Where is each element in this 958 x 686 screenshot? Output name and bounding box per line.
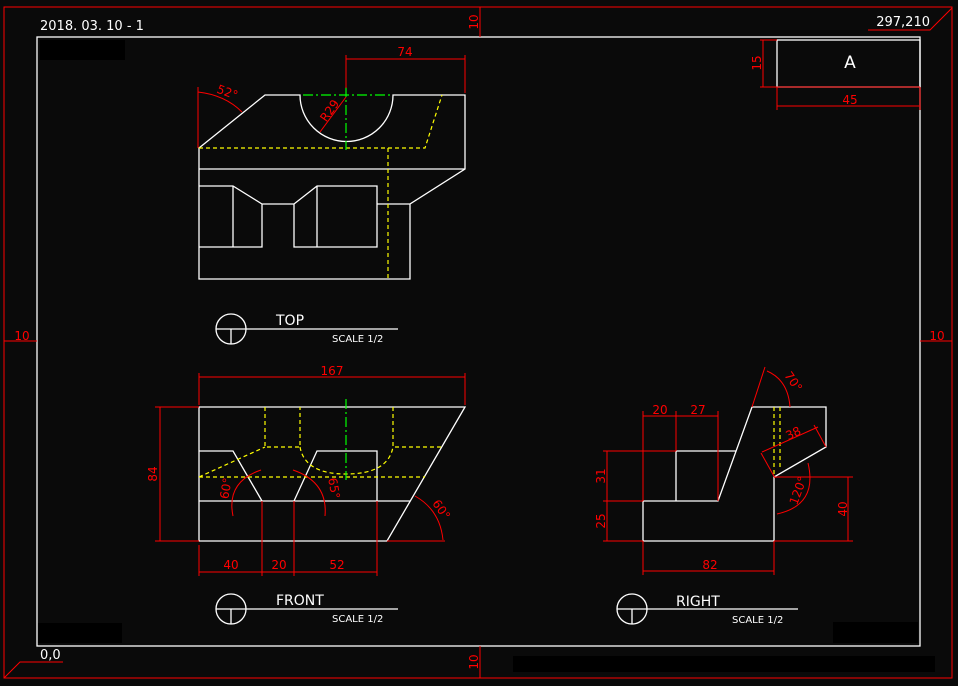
- dim-20-right: 20: [652, 403, 667, 417]
- margin-left-label: 10: [14, 329, 29, 343]
- dim-52: 52: [329, 558, 344, 572]
- dim-60-deg-left: 60°: [217, 477, 234, 500]
- dim-38: 38: [783, 424, 803, 443]
- margin-bottom-label: 10: [467, 654, 481, 669]
- margin-right-label: 10: [929, 329, 944, 343]
- dim-15: 15: [750, 55, 764, 70]
- dim-31: 31: [594, 468, 608, 483]
- outer-border: [3, 6, 953, 679]
- dim-167: 167: [321, 364, 344, 378]
- dim-25: 25: [594, 513, 608, 528]
- top-view-label: TOP: [275, 313, 304, 329]
- front-view-scale: SCALE 1/2: [332, 614, 383, 625]
- dim-27: 27: [690, 403, 705, 417]
- date-label: 2018. 03. 10 - 1: [40, 19, 144, 34]
- dim-20: 20: [271, 558, 286, 572]
- top-view: 74 52° R29 TOP SCALE 1/2: [197, 45, 466, 345]
- dim-74: 74: [397, 45, 412, 59]
- origin-label: 0,0: [40, 648, 61, 663]
- dim-82: 82: [702, 558, 717, 572]
- title-block: A 15 45: [750, 39, 921, 110]
- dark-patches: [38, 40, 935, 672]
- margin-top-label: 10: [467, 14, 481, 29]
- dim-84: 84: [146, 466, 160, 481]
- title-letter: A: [844, 53, 856, 73]
- top-view-scale: SCALE 1/2: [332, 334, 383, 345]
- front-view: 167 84 40 20 52 60° 65° 60° FRONT SCALE …: [146, 364, 467, 625]
- right-view-label: RIGHT: [676, 594, 720, 610]
- right-view-scale: SCALE 1/2: [732, 615, 783, 626]
- front-view-label: FRONT: [276, 593, 324, 609]
- dim-45: 45: [842, 93, 857, 107]
- dim-52-deg: 52°: [215, 82, 240, 102]
- dim-40-right: 40: [836, 501, 850, 516]
- dim-65-deg: 65°: [325, 477, 342, 500]
- dim-40: 40: [223, 558, 238, 572]
- sheet-size: 297,210: [876, 15, 930, 30]
- margin-marks: [3, 7, 953, 679]
